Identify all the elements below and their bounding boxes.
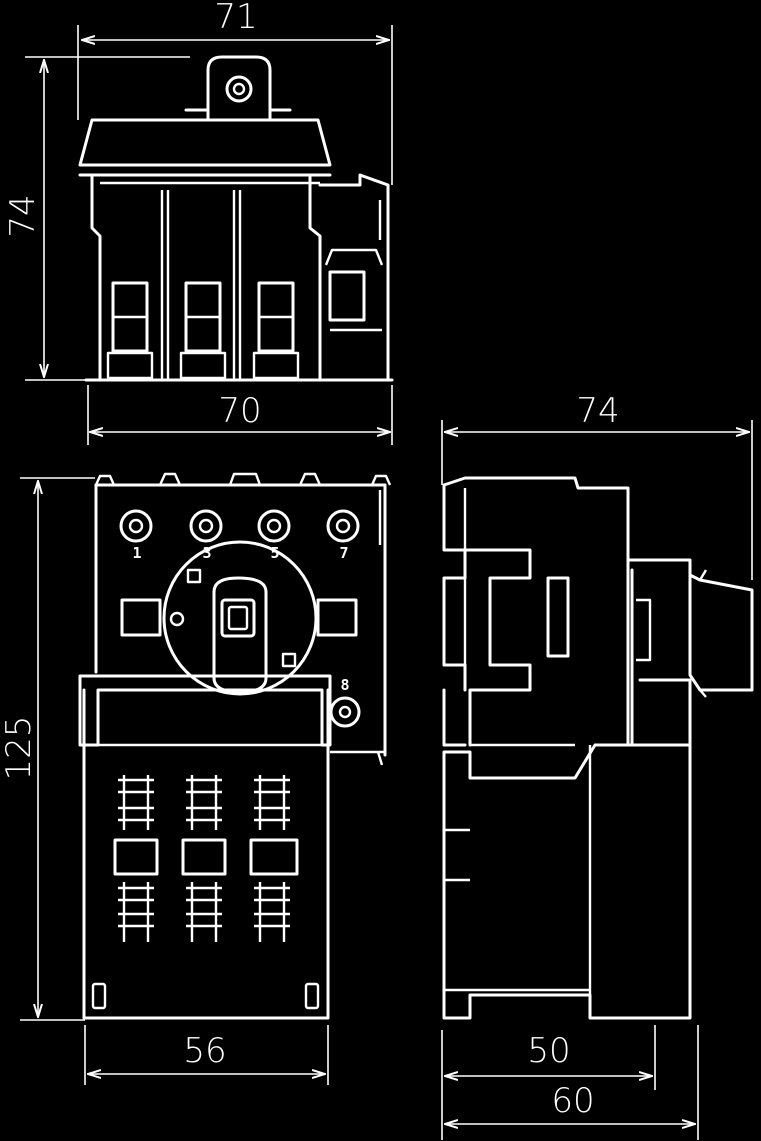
dim-label-50: 50 <box>527 1031 570 1071</box>
terminal-label-5: 5 <box>270 544 279 562</box>
terminal-label-7: 7 <box>339 544 348 562</box>
terminal-label-8: 8 <box>340 676 349 694</box>
side-view <box>441 420 754 1140</box>
terminal-label-1: 1 <box>132 544 141 562</box>
top-view <box>25 25 394 445</box>
dim-label-56: 56 <box>183 1031 226 1071</box>
terminal-label-3: 3 <box>202 544 211 562</box>
rotary-handle-dial <box>162 540 318 696</box>
dim-label-70: 70 <box>218 391 261 431</box>
contact-group-1 <box>113 775 159 942</box>
dim-label-60: 60 <box>551 1081 594 1121</box>
contact-group-2 <box>181 775 227 942</box>
dim-label-125: 125 <box>0 716 39 781</box>
contact-group-3 <box>249 775 299 942</box>
dim-label-74-side: 74 <box>576 391 619 431</box>
dim-label-74-vertical: 74 <box>3 194 43 237</box>
front-view: 1 3 5 7 8 <box>20 472 392 1085</box>
dim-label-71: 71 <box>214 0 257 37</box>
